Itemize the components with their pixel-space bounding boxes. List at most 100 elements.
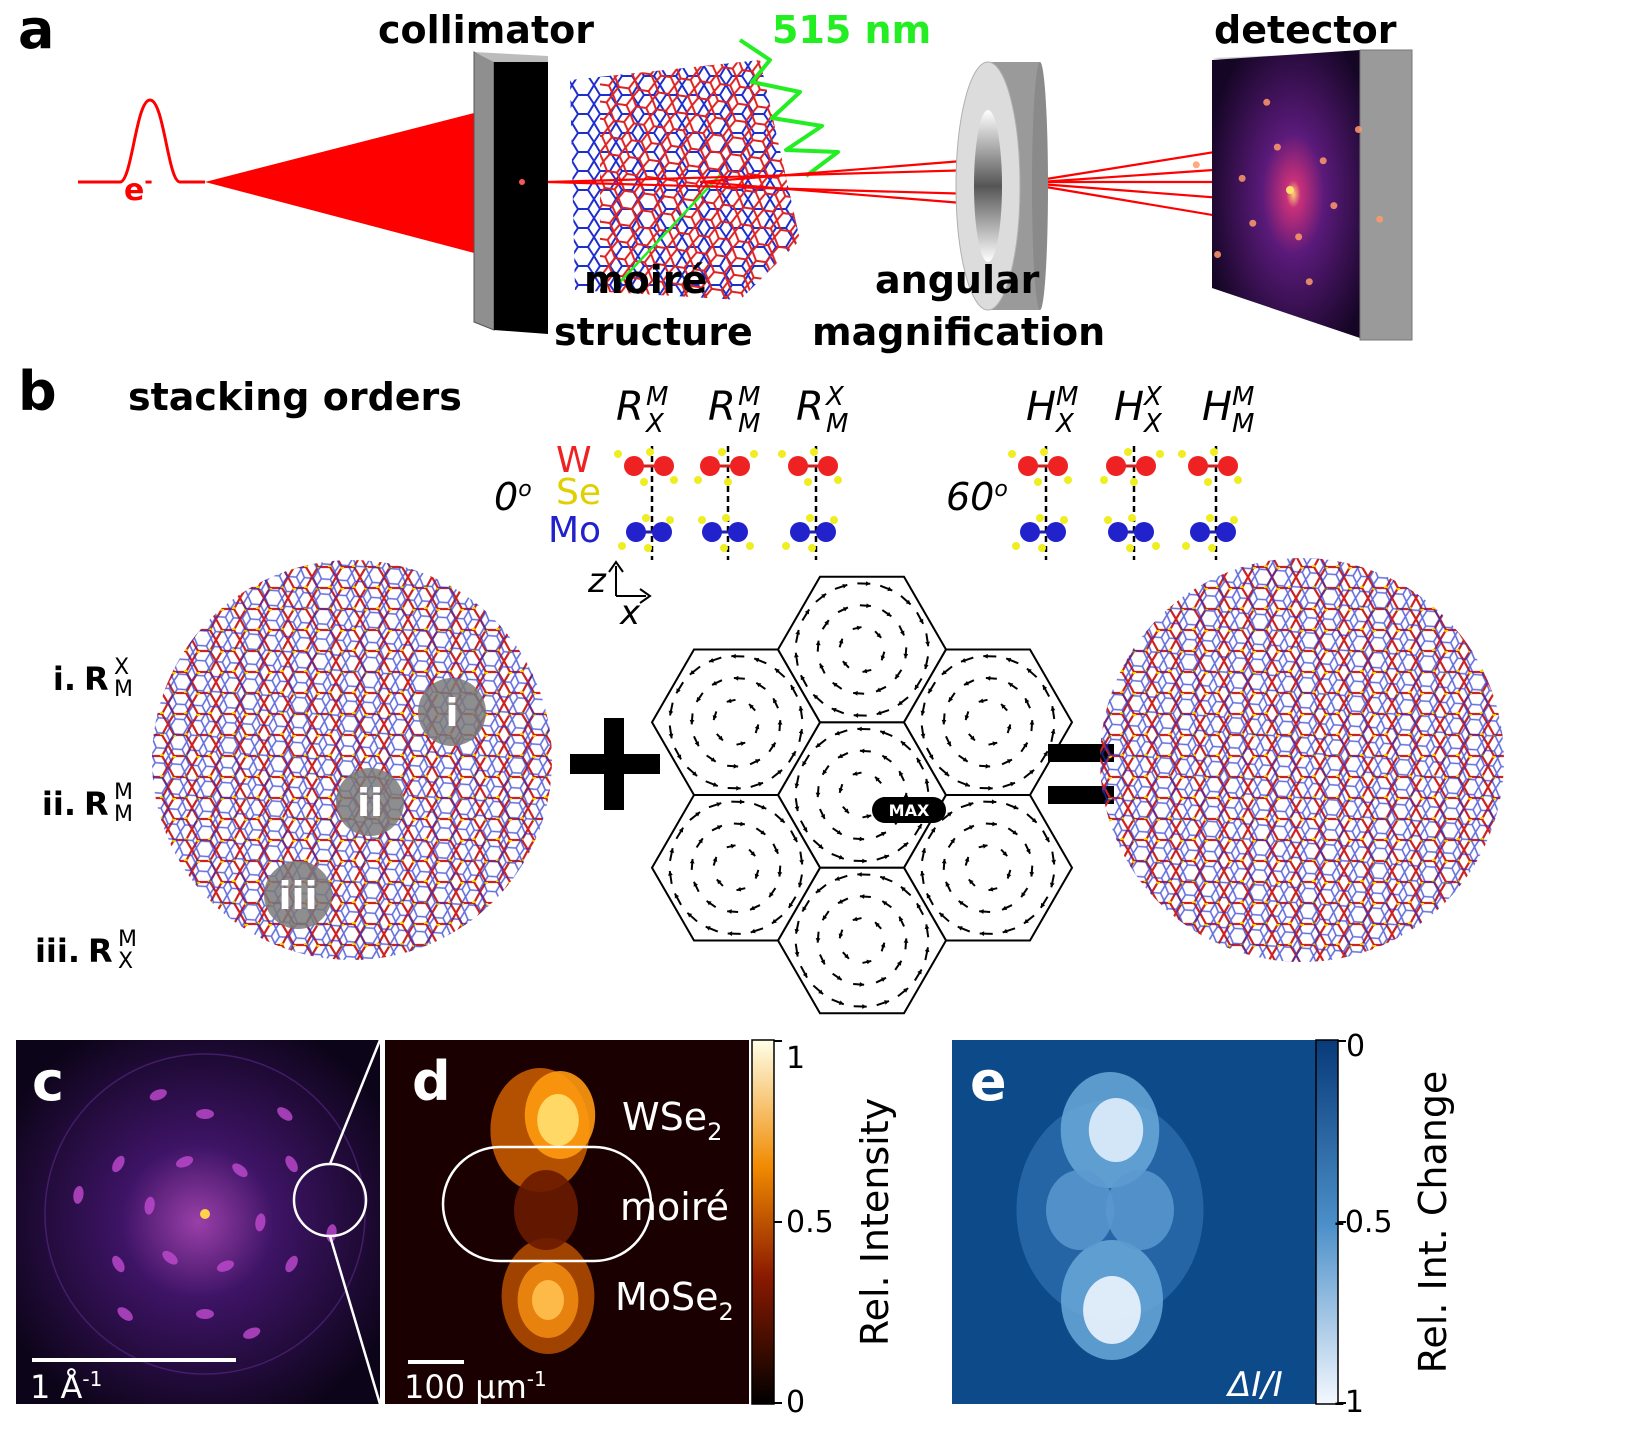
- svg-text:M: M: [738, 382, 760, 412]
- electron-beam-cone: [205, 112, 478, 254]
- panel-e-letter: e: [970, 1050, 1007, 1113]
- detector-spots: [1192, 98, 1384, 286]
- colorbar-d: [751, 1039, 775, 1405]
- svg-text:X: X: [114, 655, 129, 680]
- colorbar-d-tick-0: 0: [786, 1385, 805, 1420]
- svg-text:M: M: [826, 409, 848, 439]
- scale-label-d: 100 μm-1: [404, 1367, 547, 1406]
- laser-label: 515 nm: [772, 8, 931, 52]
- svg-text:i.: i.: [53, 660, 76, 698]
- marker-iii: [264, 861, 332, 929]
- axis-z-label: z: [587, 561, 607, 601]
- collimator-pinhole: [519, 179, 525, 185]
- moire-disk-right: [1100, 558, 1504, 962]
- panel-d: d WSe2 moiré MoSe2 100 μm-1 1 0.5 0 Rel.…: [385, 1039, 897, 1420]
- svg-text:X: X: [1054, 409, 1075, 439]
- panel-d-letter: d: [412, 1050, 451, 1113]
- svg-text:X: X: [824, 382, 845, 412]
- colorbar-d-tick-05: 0.5: [786, 1205, 834, 1240]
- svg-text:M: M: [646, 382, 668, 412]
- collimator-rim: [474, 52, 548, 62]
- plus-sign: [570, 718, 660, 810]
- detector-body: [1359, 49, 1413, 341]
- moire-region-outline: [441, 1145, 653, 1263]
- svg-text:MAX: MAX: [889, 801, 930, 820]
- collimator-face: [494, 56, 548, 334]
- detector-label: detector: [1214, 8, 1397, 52]
- svg-text:H: H: [1114, 384, 1144, 430]
- label-wse2: WSe2: [622, 1095, 722, 1146]
- angular-magnifier: [955, 61, 1048, 311]
- electron-pulse: [78, 98, 205, 184]
- species-se: Se: [556, 472, 601, 513]
- svg-text:M: M: [118, 927, 137, 952]
- laser-pulse: [738, 38, 840, 178]
- svg-text:M: M: [1232, 409, 1254, 439]
- colorbar-d-label: Rel. Intensity: [853, 1098, 897, 1346]
- axis-indicator: z x: [587, 560, 652, 633]
- moire-structure-label-1: moiré: [584, 258, 707, 302]
- colorbar-e-label: Rel. Int. Change: [1411, 1071, 1455, 1374]
- svg-text:R: R: [84, 785, 109, 823]
- panel-e: e ΔI/I 0 -0.5 -1 Rel. Int. Change: [952, 1029, 1455, 1420]
- panel-c-letter: c: [32, 1050, 64, 1113]
- equals-sign: [1048, 744, 1114, 804]
- svg-text:ii.: ii.: [42, 785, 76, 823]
- strain-hexagon-6: [902, 648, 1074, 796]
- svg-text:R: R: [88, 932, 113, 970]
- svg-text:M: M: [1232, 382, 1254, 412]
- moire-structure-label-2: structure: [554, 310, 753, 354]
- atom-pair-0: [614, 446, 678, 560]
- svg-text:H: H: [1026, 384, 1056, 430]
- species-w: W: [556, 440, 592, 481]
- marker-label-iii: iii: [278, 874, 317, 918]
- label-mose2: MoSe2: [615, 1275, 734, 1326]
- svg-text:R: R: [708, 384, 736, 430]
- colorbar-d-tick-1: 1: [786, 1041, 805, 1076]
- panel-a-letter: a: [18, 0, 54, 61]
- moire-lattice: [570, 60, 800, 300]
- angular-label-1: angular: [875, 258, 1040, 302]
- svg-text:M: M: [1056, 382, 1078, 412]
- stacking-atoms: [614, 446, 1242, 560]
- detector-screen: [1212, 50, 1360, 338]
- max-badge: MAX: [872, 797, 946, 823]
- angle-60: 60o: [946, 475, 1008, 519]
- colorbar-e-tick-05: -0.5: [1334, 1205, 1393, 1240]
- colorbar-e-tick-1: -1: [1334, 1385, 1364, 1420]
- marker-label-ii: ii: [357, 781, 383, 825]
- panel-c: c 1 Å-1: [16, 1039, 382, 1406]
- atom-pair-2: [778, 446, 842, 560]
- strain-field-hexagons: [650, 575, 1074, 1015]
- marker-ii: [336, 768, 404, 836]
- collimator-side: [473, 51, 495, 331]
- atom-pair-3: [1008, 446, 1072, 560]
- label-moire: moiré: [620, 1185, 729, 1229]
- svg-text:X: X: [644, 409, 665, 439]
- svg-text:X: X: [118, 949, 133, 974]
- laser-beam: [619, 174, 721, 283]
- svg-text:R: R: [616, 384, 644, 430]
- scale-label-c: 1 Å-1: [30, 1367, 102, 1406]
- stacking-title: stacking orders: [128, 375, 462, 419]
- svg-text:X: X: [1142, 382, 1163, 412]
- marker-i: [418, 678, 486, 746]
- atom-pair-5: [1178, 446, 1242, 560]
- svg-text:M: M: [114, 802, 133, 827]
- delta-label: ΔI/I: [1225, 1365, 1283, 1405]
- svg-text:M: M: [738, 409, 760, 439]
- svg-text:M: M: [114, 780, 133, 805]
- colorbar-e-tick-0: 0: [1346, 1029, 1365, 1064]
- angular-label-2: magnification: [812, 310, 1105, 354]
